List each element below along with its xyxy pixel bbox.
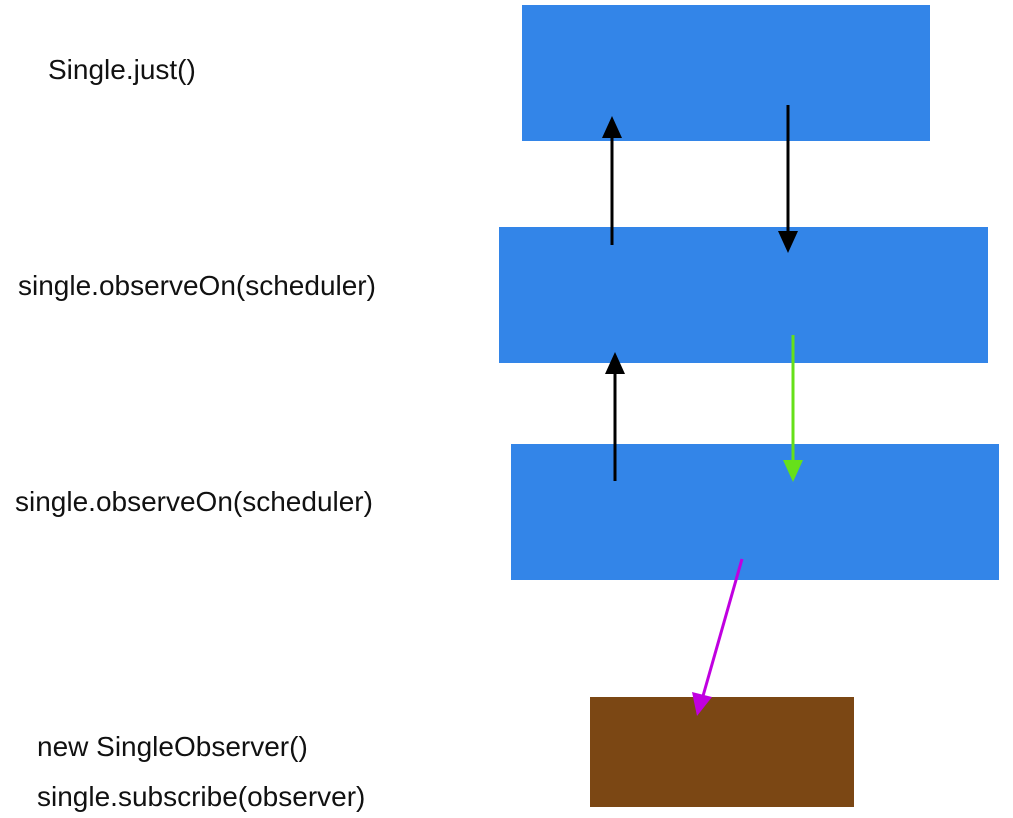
observe-on-box-1 [499,227,988,363]
label-observe-on-2: single.observeOn(scheduler) [15,486,373,517]
label-new-single-observer: new SingleObserver() [37,731,308,762]
observe-on-box-2 [511,444,999,580]
single-just-box [522,5,930,141]
downstream-arrow-purple [692,558,744,716]
label-single-just: Single.just() [48,54,196,85]
label-observe-on-1: single.observeOn(scheduler) [18,270,376,301]
label-single-subscribe: single.subscribe(observer) [37,781,366,812]
single-observer-box [590,697,854,807]
